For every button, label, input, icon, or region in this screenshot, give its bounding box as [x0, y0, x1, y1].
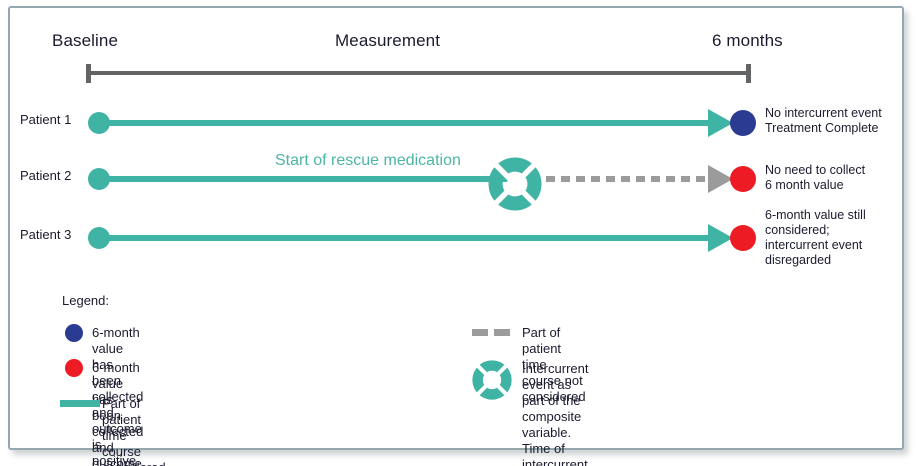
patient-1-label: Patient 1 [20, 112, 72, 127]
patient-2-timecourse-line [99, 176, 509, 182]
red-dot-icon [65, 359, 83, 377]
legend-item-blue-dot-label: 6-month value has been collected and out… [92, 325, 144, 466]
legend-item-dashed-line-label: Part of patient time course not consider… [522, 325, 586, 404]
life-buoy-icon [472, 360, 512, 405]
patient-1-note: No intercurrent event Treatment Complete [765, 106, 882, 135]
legend-item-solid-line-label: Part of patient time course considered [102, 396, 166, 466]
patient-2-not-considered-dashed-line [546, 176, 714, 182]
teal-solid-line-icon [60, 400, 100, 407]
header-six-months-label: 6 months [712, 31, 783, 50]
patient-3-endpoint-dot [730, 225, 756, 251]
patient-1-arrowhead-icon [708, 109, 733, 137]
header-measurement-label: Measurement [335, 31, 441, 50]
axis-start-cap [86, 64, 91, 83]
patient-2-note: No need to collect 6 month value [765, 163, 866, 192]
rescue-medication-label: Start of rescue medication [275, 152, 461, 169]
legend-item-intercurrent-event-label: Intercurrent event as part of the compos… [522, 361, 589, 466]
header-baseline-label: Baseline [52, 31, 119, 50]
legend-title: Legend: [62, 293, 109, 308]
legend-item-red-dot-label: 6-month value has been collected and out… [92, 360, 144, 466]
axis-end-cap [746, 64, 751, 83]
patient-1-timecourse-line [99, 120, 713, 126]
figure-panel: Baseline Measurement 6 months Patient 1 … [8, 6, 904, 466]
patient-3-label: Patient 3 [20, 227, 72, 242]
patient-1-endpoint-dot [730, 110, 756, 136]
patient-3-arrowhead-icon [708, 224, 733, 252]
patient-2-label: Patient 2 [20, 168, 72, 183]
patient-2-arrowhead-icon [708, 165, 733, 193]
patient-3-timecourse-line [99, 235, 713, 241]
gray-dashed-line-icon [472, 329, 512, 336]
patient-3-note: 6-month value still considered; intercur… [765, 208, 866, 267]
life-buoy-icon [488, 157, 542, 216]
patient-2-endpoint-dot [730, 166, 756, 192]
blue-dot-icon [65, 324, 83, 342]
axis-line [90, 71, 749, 75]
